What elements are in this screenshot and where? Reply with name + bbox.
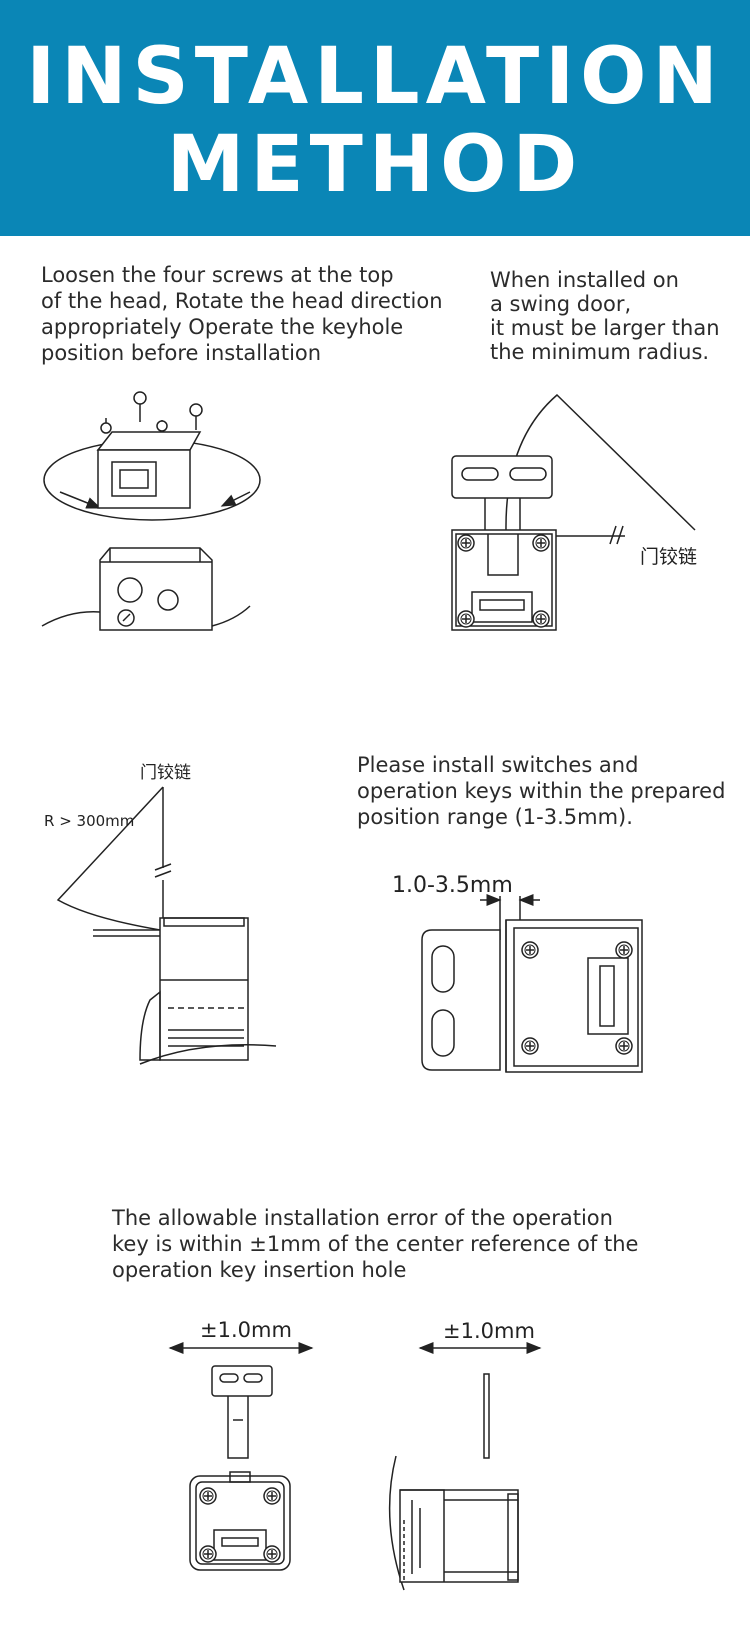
header-banner: INSTALLATION METHOD	[0, 0, 750, 236]
radius-label: R > 300mm	[44, 812, 134, 830]
swing-door-diagram	[451, 393, 696, 631]
page-title-line2: METHOD	[166, 120, 584, 210]
radius-diagram	[56, 786, 277, 1065]
swing-door-note: When installed on a swing door, it must …	[490, 268, 720, 364]
rotate-head-diagram	[41, 391, 261, 631]
tolerance-dimension-right: ±1.0mm	[443, 1319, 535, 1343]
hinge-label-side: 门铰链	[140, 763, 191, 783]
hinge-label-top: 门铰链	[640, 546, 697, 568]
tolerance-diagram-left	[168, 1342, 314, 1571]
tolerance-note: The allowable installation error of the …	[112, 1206, 639, 1282]
tolerance-dimension-left: ±1.0mm	[200, 1318, 292, 1342]
position-range-note: Please install switches and operation ke…	[357, 753, 726, 829]
page-title-line1: INSTALLATION	[26, 32, 724, 122]
tolerance-diagram-right	[388, 1342, 542, 1591]
position-range-diagram	[421, 894, 643, 1073]
rotate-head-instructions: Loosen the four screws at the top of the…	[41, 263, 443, 365]
position-range-dimension: 1.0-3.5mm	[392, 873, 513, 898]
